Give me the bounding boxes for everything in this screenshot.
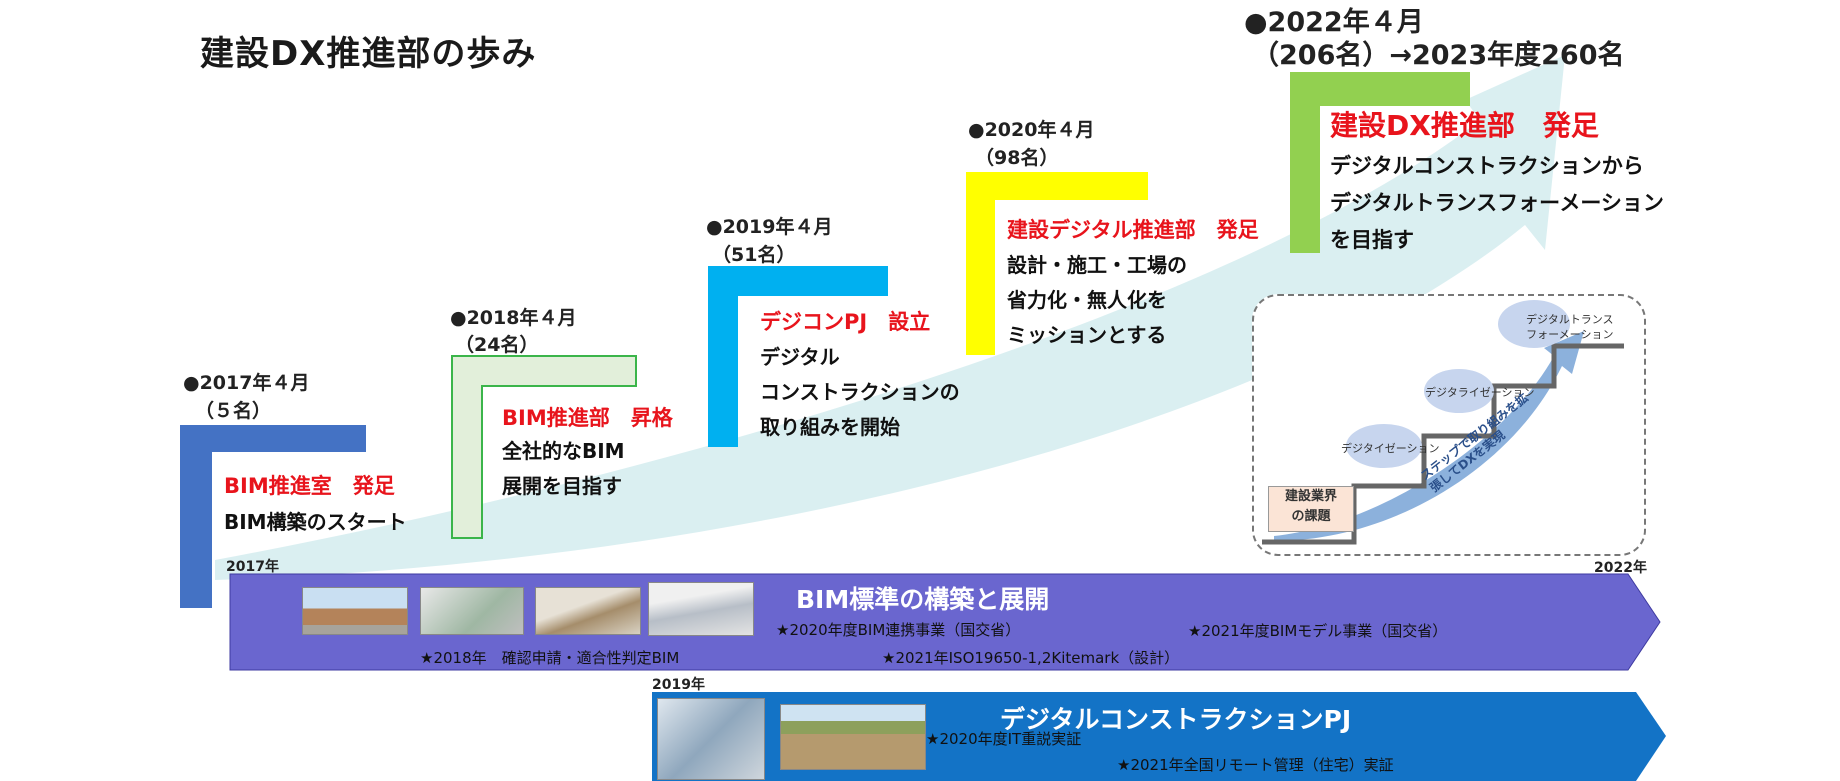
milestone-2022-event: 建設DX推進部 発足 <box>1330 109 1599 142</box>
page-title: 建設DX推進部の歩み <box>200 34 537 74</box>
bim-band-title: BIM標準の構築と展開 <box>796 585 1050 614</box>
milestone-2020-date: ●2020年４月 <box>968 119 1095 141</box>
digitalization-label: デジタライゼーション <box>1425 386 1535 399</box>
milestone-2020-count: （98名） <box>975 147 1059 169</box>
dx-label: デジタルトランス フォーメーション <box>1526 313 1614 341</box>
bim-note-2020: ★2020年度BIM連携事業（国交省） <box>776 621 1021 639</box>
milestone-2017-date: ●2017年４月 <box>183 372 310 394</box>
step2-bubble <box>1424 369 1494 413</box>
bim-note-2021-iso: ★2021年ISO19650-1,2Kitemark（設計） <box>882 649 1180 667</box>
milestone-2019-date: ●2019年４月 <box>706 216 833 238</box>
building-photo-1 <box>302 587 408 635</box>
milestone-2017-desc: BIM構築のスタート <box>224 510 407 534</box>
milestone-2019-count: （51名） <box>712 244 796 266</box>
milestone-2017-count: （５名） <box>195 400 272 422</box>
milestone-2019-desc: デジタル コンストラクションの 取り組みを開始 <box>760 345 960 439</box>
building-photo-3 <box>535 587 641 635</box>
step3-bubble <box>1498 300 1570 348</box>
milestone-2022-desc: デジタルコンストラクションから デジタルトランスフォーメーション を目指す <box>1330 154 1664 252</box>
staircase-graphic <box>1262 300 1624 545</box>
milestone-2018-desc: 全社的なBIM 展開を目指す <box>502 439 625 498</box>
milestone-2022-date: ●2022年４月 <box>1244 7 1424 38</box>
bim-note-2018: ★2018年 確認申請・適合性判定BIM <box>420 649 680 667</box>
bim-year-start: 2017年 <box>226 559 279 575</box>
step1-bubble <box>1346 424 1422 468</box>
marker-2022 <box>1290 72 1470 253</box>
marker-2020 <box>966 172 1148 355</box>
marker-2019 <box>708 266 888 447</box>
dc-note-2021: ★2021年全国リモート管理（住宅）実証 <box>1117 756 1394 774</box>
construction-site-photo <box>780 704 926 770</box>
digitization-label: デジタイゼーション <box>1341 442 1440 455</box>
dx-steps-inset: 建設業界 の課題 デジタイゼーション デジタライゼーション デジタルトランス フ… <box>1252 294 1646 556</box>
milestone-2018-date: ●2018年４月 <box>450 307 577 329</box>
milestone-2018-event: BIM推進部 昇格 <box>502 406 673 430</box>
marker-2018 <box>451 355 637 539</box>
construction-illustration <box>657 698 765 780</box>
dc-year-start: 2019年 <box>652 677 705 693</box>
staircase-line <box>1262 343 1624 545</box>
dc-band-title: デジタルコンストラクションPJ <box>1000 705 1352 734</box>
bim-year-end: 2022年 <box>1594 560 1647 576</box>
dc-note-2020: ★2020年度IT重説実証 <box>926 730 1082 748</box>
milestone-2017-event: BIM推進室 発足 <box>224 474 395 498</box>
industry-issues-box: 建設業界 の課題 <box>1268 486 1354 532</box>
building-photo-2 <box>420 587 524 635</box>
milestone-2020-event: 建設デジタル推進部 発足 <box>1007 218 1259 242</box>
bim-note-2021-model: ★2021年度BIMモデル事業（国交省） <box>1188 622 1448 640</box>
building-photo-4 <box>648 582 754 636</box>
milestone-2022-count: （206名）→2023年度260名 <box>1252 40 1625 71</box>
milestone-2020-desc: 設計・施工・工場の 省力化・無人化を ミッションとする <box>1007 253 1187 347</box>
milestone-2019-event: デジコンPJ 設立 <box>760 310 931 334</box>
milestone-2018-count: （24名） <box>455 334 539 356</box>
marker-2017 <box>180 425 366 608</box>
